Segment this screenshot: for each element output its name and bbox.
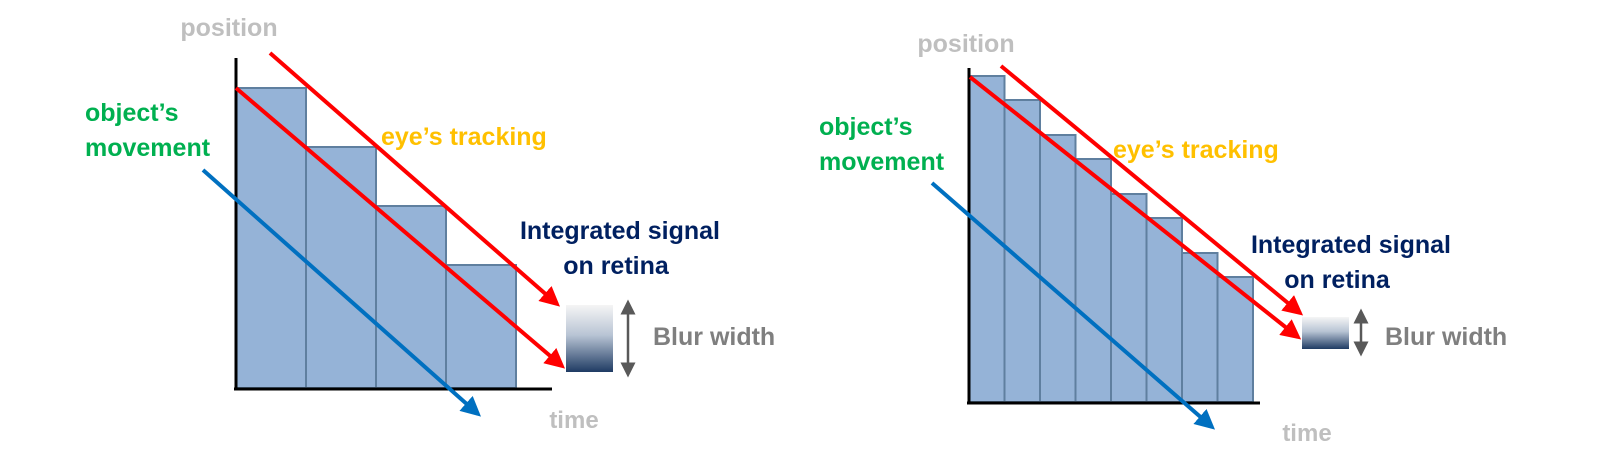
- object-movement-arrow: [201, 168, 481, 417]
- eye-tracking-arrow-lower: [234, 86, 566, 369]
- bar: [1110, 193, 1148, 403]
- integrated-signal-label-line1: Integrated signal: [520, 217, 720, 245]
- eye-tracking-arrow-upper: [999, 64, 1304, 316]
- diagram-left: position time object’s movement eye’s tr…: [85, 14, 775, 434]
- integrated-signal-label-line2: on retina: [1284, 266, 1391, 294]
- blur-width-label: Blur width: [653, 323, 775, 351]
- integrated-signal-label-line1: Integrated signal: [1251, 231, 1451, 259]
- position-label: position: [180, 14, 277, 42]
- eye-tracking-label: eye’s tracking: [1113, 136, 1279, 164]
- bars-right: [968, 75, 1254, 403]
- object-movement-label-line2: movement: [85, 134, 211, 162]
- object-movement-label-line1: object’s: [819, 113, 913, 141]
- bar: [1039, 134, 1077, 403]
- integrated-signal-label-line2: on retina: [563, 252, 670, 280]
- eye-tracking-arrow-upper: [268, 51, 561, 307]
- bar: [305, 146, 377, 389]
- integrated-signal-swatch: [1302, 317, 1349, 349]
- bar: [445, 264, 517, 389]
- eye-tracking-label: eye’s tracking: [381, 123, 547, 151]
- object-movement-arrow: [930, 181, 1216, 430]
- diagram-right: position time object’s movement eye’s tr…: [819, 30, 1507, 447]
- eye-tracking-arrow-lower: [968, 75, 1302, 340]
- position-label: position: [917, 30, 1014, 58]
- object-movement-label-line1: object’s: [85, 99, 179, 127]
- bar: [375, 205, 447, 389]
- time-label: time: [549, 407, 598, 434]
- blur-width-label: Blur width: [1385, 323, 1507, 351]
- bar: [1145, 217, 1183, 403]
- bar: [1074, 158, 1112, 403]
- integrated-signal-swatch: [566, 305, 613, 372]
- bar: [1181, 252, 1219, 403]
- object-movement-label-line2: movement: [819, 148, 945, 176]
- bar: [235, 87, 307, 389]
- time-label: time: [1282, 420, 1331, 447]
